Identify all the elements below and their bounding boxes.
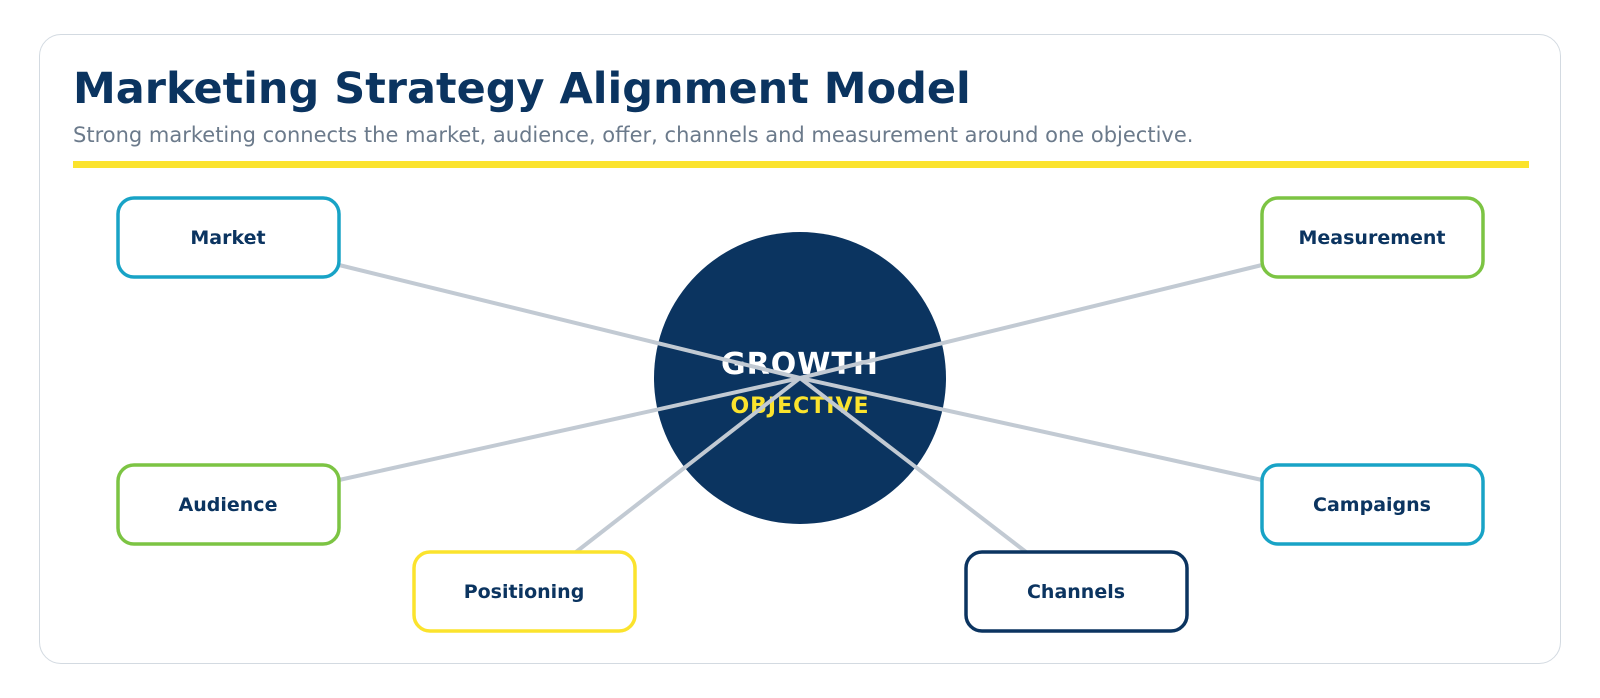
node-audience: Audience — [116, 463, 341, 546]
node-box — [116, 196, 341, 279]
page-subtitle: Strong marketing connects the market, au… — [73, 123, 1194, 147]
connector-audience — [338, 376, 801, 482]
node-label: Measurement — [1299, 227, 1446, 249]
node-box — [964, 550, 1189, 633]
node-market: Market — [116, 196, 341, 279]
connector-campaigns — [799, 376, 1263, 482]
connector-measurement — [799, 263, 1263, 380]
node-channels: Channels — [964, 550, 1189, 633]
node-campaigns: Campaigns — [1260, 463, 1485, 546]
connector-lines — [338, 263, 1263, 554]
node-box — [1260, 196, 1485, 279]
node-box — [412, 550, 637, 633]
page-title: Marketing Strategy Alignment Model — [73, 64, 971, 114]
node-label: Campaigns — [1313, 494, 1431, 516]
connector-channels — [798, 376, 1028, 554]
node-box — [1260, 463, 1485, 546]
accent-rule — [73, 161, 1529, 168]
node-positioning: Positioning — [412, 550, 637, 633]
node-box — [116, 463, 341, 546]
node-label: Positioning — [464, 581, 585, 603]
connector-positioning — [574, 376, 802, 554]
node-label: Market — [190, 227, 265, 249]
node-label: Channels — [1027, 581, 1125, 603]
node-measurement: Measurement — [1260, 196, 1485, 279]
connector-market — [338, 263, 801, 380]
node-label: Audience — [179, 494, 278, 516]
